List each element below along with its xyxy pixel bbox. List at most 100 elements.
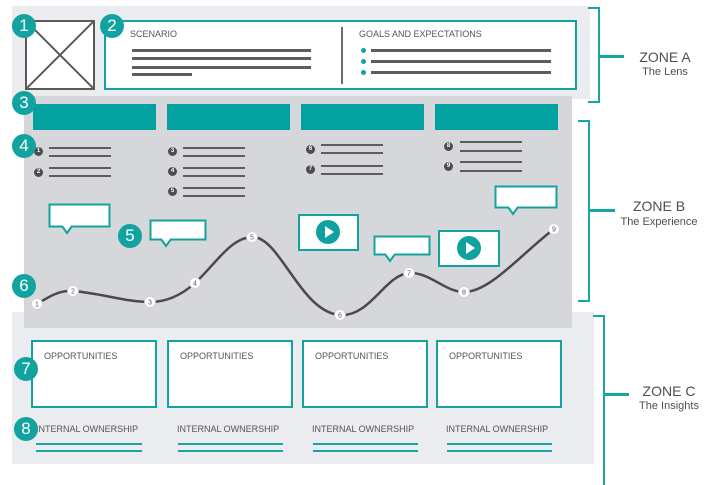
ownership-line xyxy=(36,443,142,445)
comment-callout xyxy=(494,185,558,216)
ownership-line xyxy=(178,443,283,445)
image-placeholder-icon xyxy=(27,22,93,88)
step-text-line xyxy=(460,150,522,152)
step-number: 8 xyxy=(444,142,453,151)
phase-bar xyxy=(33,104,156,130)
journey-point-7: 7 xyxy=(403,267,415,279)
comment-callout xyxy=(373,235,431,263)
scenario-text-line xyxy=(132,57,311,60)
step-text-line xyxy=(49,155,111,157)
zone-a-subtitle: The Lens xyxy=(642,66,688,78)
step-number: 3 xyxy=(168,147,177,156)
play-icon[interactable] xyxy=(316,220,340,244)
journey-point-9: 9 xyxy=(548,223,560,235)
journey-point-label: 7 xyxy=(407,271,411,278)
opportunities-label: OPPORTUNITIES xyxy=(44,351,118,361)
journey-point-marker xyxy=(334,309,346,321)
scenario-text-line xyxy=(132,73,192,76)
step-number: 4 xyxy=(168,167,177,176)
goal-bullet xyxy=(361,59,366,64)
step-number: 2 xyxy=(34,168,43,177)
journey-point-label: 2 xyxy=(71,289,75,296)
goal-text-line xyxy=(371,49,551,52)
emotion-curve-line xyxy=(36,228,555,317)
step-text-line xyxy=(321,144,383,146)
zone-c-title: ZONE C xyxy=(642,383,696,399)
phase-bar xyxy=(435,104,558,130)
zone-c-bracket xyxy=(593,315,605,485)
phase-bar xyxy=(301,104,424,130)
internal-ownership-label: INTERNAL OWNERSHIP xyxy=(177,424,280,434)
ownership-line xyxy=(178,450,283,452)
play-icon[interactable] xyxy=(457,236,481,260)
step-text-line xyxy=(49,147,111,149)
callout-badge-3: 3 xyxy=(12,91,36,115)
journey-point-marker xyxy=(548,223,560,235)
opportunities-label: OPPORTUNITIES xyxy=(315,351,389,361)
journey-point-marker xyxy=(403,267,415,279)
internal-ownership-label: INTERNAL OWNERSHIP xyxy=(312,424,415,434)
step-number: 1 xyxy=(34,147,43,156)
step-number: 9 xyxy=(444,162,453,171)
step-text-line xyxy=(183,187,245,189)
journey-point-5: 5 xyxy=(246,231,258,243)
ownership-line xyxy=(313,443,418,445)
opportunities-box: OPPORTUNITIES xyxy=(436,340,562,408)
step-text-line xyxy=(460,141,522,143)
comment-callout xyxy=(149,219,207,248)
opportunities-box: OPPORTUNITIES xyxy=(167,340,293,408)
goal-text-line xyxy=(371,71,551,74)
step-text-line xyxy=(183,155,245,157)
opportunities-label: OPPORTUNITIES xyxy=(449,351,523,361)
callout-badge-6: 6 xyxy=(12,274,36,298)
step-number: 5 xyxy=(168,187,177,196)
lens-box: SCENARIO GOALS AND EXPECTATIONS xyxy=(104,20,577,90)
opportunities-label: OPPORTUNITIES xyxy=(180,351,254,361)
video-media[interactable] xyxy=(298,214,359,251)
callout-badge-8: 8 xyxy=(14,417,38,441)
lens-divider xyxy=(341,27,343,84)
callout-badge-1: 1 xyxy=(12,14,36,38)
phase-bar xyxy=(167,104,290,130)
journey-point-marker xyxy=(67,285,79,297)
internal-ownership-label: INTERNAL OWNERSHIP xyxy=(446,424,549,434)
step-text-line xyxy=(183,195,245,197)
zone-a-title: ZONE A xyxy=(639,49,691,65)
callout-badge-2: 2 xyxy=(100,14,124,38)
zone-a-bracket-tick xyxy=(598,55,624,58)
journey-point-label: 4 xyxy=(193,281,197,288)
journey-point-label: 9 xyxy=(552,227,556,234)
zone-b-bracket-tick xyxy=(588,209,615,212)
scenario-text-line xyxy=(132,66,311,69)
ownership-line xyxy=(313,450,418,452)
ownership-line xyxy=(447,450,552,452)
step-number: 6 xyxy=(306,145,315,154)
scenario-label: SCENARIO xyxy=(130,29,178,39)
goal-bullet xyxy=(361,48,366,53)
journey-point-4: 4 xyxy=(189,277,201,289)
video-media[interactable] xyxy=(438,230,500,267)
step-text-line xyxy=(321,152,383,154)
step-text-line xyxy=(460,170,522,172)
step-text-line xyxy=(183,175,245,177)
journey-point-label: 3 xyxy=(148,300,152,307)
journey-point-8: 8 xyxy=(458,286,470,298)
journey-point-6: 6 xyxy=(334,309,346,321)
step-text-line xyxy=(183,167,245,169)
zone-b-title: ZONE B xyxy=(632,198,686,214)
persona-image-placeholder xyxy=(25,20,95,90)
step-text-line xyxy=(183,147,245,149)
step-text-line xyxy=(460,161,522,163)
zone-c-bracket-tick xyxy=(603,393,629,396)
journey-point-marker xyxy=(31,298,43,310)
step-text-line xyxy=(49,175,111,177)
step-text-line xyxy=(321,165,383,167)
ownership-line xyxy=(36,450,142,452)
internal-ownership-label: INTERNAL OWNERSHIP xyxy=(36,424,139,434)
callout-badge-7: 7 xyxy=(14,357,38,381)
journey-point-marker xyxy=(189,277,201,289)
callout-badge-4: 4 xyxy=(12,134,36,158)
zone-b-panel xyxy=(24,96,572,328)
journey-point-label: 5 xyxy=(250,235,254,242)
